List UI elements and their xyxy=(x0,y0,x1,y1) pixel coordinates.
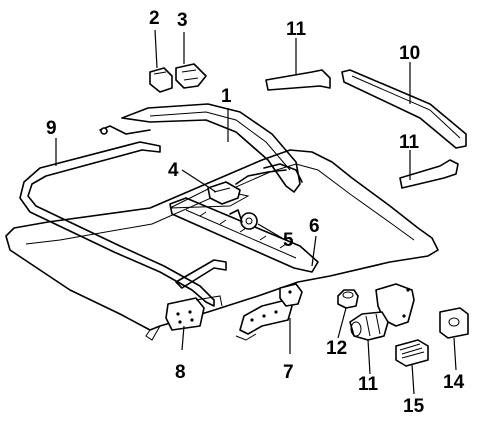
callout-labels: 2 3 11 10 1 9 11 4 6 5 12 8 7 14 11 15 xyxy=(46,8,465,417)
module-part-15 xyxy=(395,339,429,367)
clip-part-2 xyxy=(149,67,173,93)
callout-8: 8 xyxy=(175,362,186,383)
lift-arm-part-7 xyxy=(235,283,303,341)
callout-2: 2 xyxy=(149,8,160,29)
sunroof-panel xyxy=(99,103,303,193)
deflector-strip-11-upper xyxy=(265,69,331,91)
drive-guide-rail xyxy=(169,169,319,273)
sunroof-seal xyxy=(19,141,227,307)
motor-part-12 xyxy=(349,283,415,341)
callout-6: 6 xyxy=(309,216,320,237)
callout-1: 1 xyxy=(221,86,232,107)
callout-13: 12 xyxy=(326,338,347,359)
callout-11-lower: 11 xyxy=(399,132,420,153)
switch-knob-part-13 xyxy=(337,289,359,309)
callout-5: 5 xyxy=(283,230,294,251)
weatherstrip-part-10 xyxy=(341,69,467,149)
hinge-bracket-part-8 xyxy=(165,295,223,331)
callout-10: 10 xyxy=(399,43,420,64)
pulley-part-5 xyxy=(229,209,258,230)
callout-14: 14 xyxy=(443,372,465,393)
deflector-strip-11-lower xyxy=(399,159,459,189)
callout-9: 9 xyxy=(46,118,57,139)
leader-lines xyxy=(55,29,457,395)
callout-7: 7 xyxy=(283,362,294,383)
callout-15: 15 xyxy=(403,396,425,417)
callout-11-upper: 11 xyxy=(286,19,307,40)
clip-part-3 xyxy=(175,63,207,89)
bracket-part-4 xyxy=(207,181,241,205)
roof-panel xyxy=(5,149,439,341)
callout-4: 4 xyxy=(168,160,179,181)
callout-12: 11 xyxy=(358,374,379,395)
callout-3: 3 xyxy=(177,10,188,31)
switch-part-14 xyxy=(439,307,469,339)
